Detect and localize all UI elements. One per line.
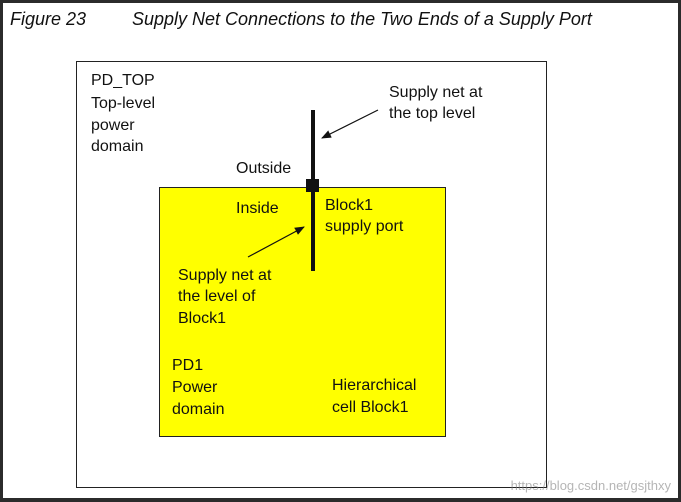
block-net-label-3: Block1: [178, 310, 227, 327]
pd-top-name: PD_TOP: [91, 72, 155, 89]
pd-top-desc-2: power: [91, 117, 135, 134]
block-net-label-2: the level of: [178, 288, 256, 305]
watermark-text: https://blog.csdn.net/gsjthxy: [510, 478, 671, 493]
inside-label: Inside: [236, 200, 279, 217]
block-net-label-1: Supply net at: [178, 267, 272, 284]
figure-label: Figure 23: [10, 9, 87, 29]
cell-label-1: Hierarchical: [332, 377, 417, 394]
cell-label-2: cell Block1: [332, 399, 409, 416]
pd1-name: PD1: [172, 357, 204, 374]
port-label-1: Block1: [325, 197, 374, 214]
top-net-label-1: Supply net at: [389, 84, 483, 101]
pd1-desc-1: Power: [172, 379, 218, 396]
port-label-2: supply port: [325, 218, 404, 235]
pd1-desc-2: domain: [172, 401, 225, 418]
pd-top-desc-3: domain: [91, 138, 144, 155]
outside-label: Outside: [236, 160, 292, 177]
figure-title: Supply Net Connections to the Two Ends o…: [132, 9, 592, 29]
top-net-label-2: the top level: [389, 105, 476, 122]
pd-top-desc-1: Top-level: [91, 95, 156, 112]
